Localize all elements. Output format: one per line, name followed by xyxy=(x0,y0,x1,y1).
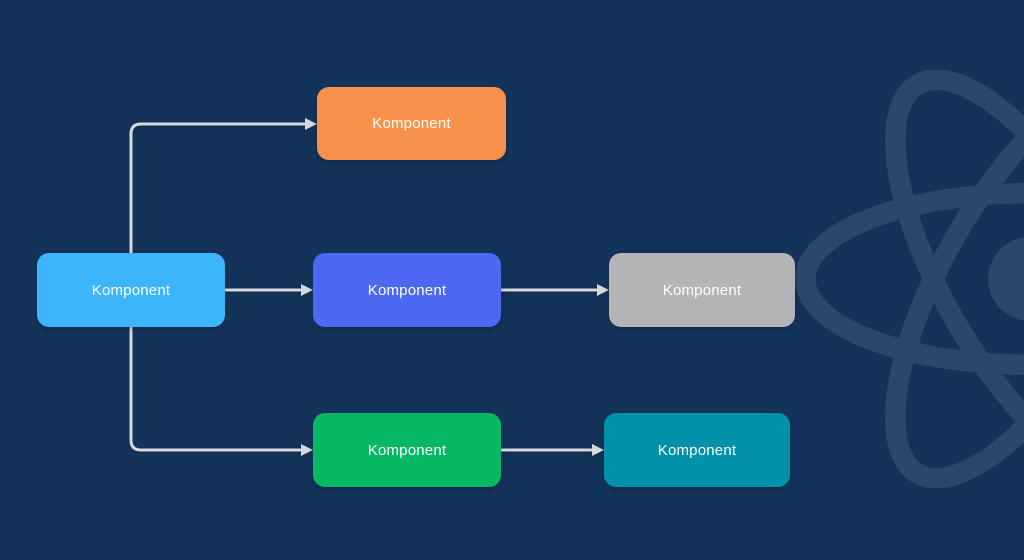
arrowhead-grandchild-bottom xyxy=(592,444,604,456)
node-grandchild-bottom: Komponent xyxy=(604,413,790,487)
connector-root-to-child-top xyxy=(129,122,305,290)
arrowhead-child-bottom xyxy=(301,444,313,456)
node-label: Komponent xyxy=(657,441,737,459)
node-label: Komponent xyxy=(367,281,447,299)
node-root: Komponent xyxy=(37,253,225,327)
arrowhead-child-top xyxy=(305,118,317,130)
node-child-bottom: Komponent xyxy=(313,413,501,487)
node-label: Komponent xyxy=(662,281,742,299)
node-grandchild-middle: Komponent xyxy=(609,253,795,327)
node-label: Komponent xyxy=(372,115,451,132)
connector-root-to-child-bottom xyxy=(129,290,301,452)
node-label: Komponent xyxy=(91,281,171,299)
arrowhead-grandchild-middle xyxy=(597,284,609,296)
node-label: Komponent xyxy=(367,441,447,459)
node-child-middle: Komponent xyxy=(313,253,501,327)
arrowhead-child-middle xyxy=(301,284,313,296)
node-child-top: Komponent xyxy=(317,87,506,160)
